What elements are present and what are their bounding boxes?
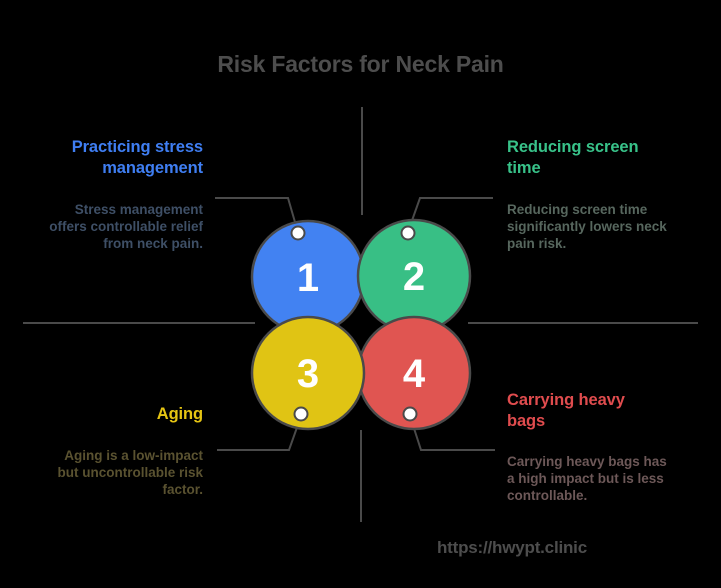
item-heading: Practicing stress management xyxy=(13,137,203,179)
ring-2 xyxy=(400,225,416,241)
desc-line: offers controllable relief xyxy=(49,219,203,234)
circle-number-4: 4 xyxy=(403,352,426,396)
ring-1 xyxy=(290,225,306,241)
footer-url: https://hwypt.clinic xyxy=(437,538,587,557)
heading-line: management xyxy=(102,159,203,177)
desc-line: Stress management xyxy=(74,202,203,217)
leader-line-1 xyxy=(215,197,298,230)
item-heading: Reducing screen time xyxy=(507,137,717,179)
desc-line: but uncontrollable risk xyxy=(57,465,203,480)
venn-circles xyxy=(250,218,472,431)
heading-line: Aging xyxy=(156,405,203,423)
item-block-heavy-bags: Carrying heavy bags Carrying heavy bags … xyxy=(507,390,717,504)
circle-3-yellow xyxy=(250,315,366,431)
circle-number-3: 3 xyxy=(297,352,319,396)
heading-line: Practicing stress xyxy=(71,138,203,156)
item-block-screen-time: Reducing screen time Reducing screen tim… xyxy=(507,137,717,252)
item-description: Carrying heavy bags has a high impact bu… xyxy=(507,453,717,504)
heading-line: Carrying heavy xyxy=(507,391,625,409)
item-block-aging: Aging Aging is a low-impact but uncontro… xyxy=(13,404,203,498)
item-heading: Aging xyxy=(13,404,203,425)
item-description: Reducing screen time significantly lower… xyxy=(507,201,717,252)
circle-number-2: 2 xyxy=(403,255,425,299)
circle-number-1: 1 xyxy=(297,256,319,300)
desc-line: Reducing screen time xyxy=(507,202,648,217)
item-description: Stress management offers controllable re… xyxy=(13,201,203,252)
page-title: Risk Factors for Neck Pain xyxy=(217,51,504,77)
heading-line: Reducing screen xyxy=(507,138,639,156)
desc-line: factor. xyxy=(162,482,203,497)
desc-line: from neck pain. xyxy=(103,236,203,251)
leader-line-3 xyxy=(217,418,301,451)
desc-line: significantly lowers neck xyxy=(507,219,667,234)
desc-line: a high impact but is less xyxy=(507,471,664,486)
item-block-stress-management: Practicing stress management Stress mana… xyxy=(13,137,203,252)
desc-line: controllable. xyxy=(507,488,588,503)
leader-line-2 xyxy=(408,197,493,230)
desc-line: Carrying heavy bags has xyxy=(507,454,667,469)
item-heading: Carrying heavy bags xyxy=(507,390,717,432)
heading-line: bags xyxy=(507,412,546,430)
ring-3 xyxy=(293,406,309,422)
axis-lines xyxy=(23,107,698,522)
heading-line: time xyxy=(507,159,541,177)
circle-numbers: 1 2 3 4 xyxy=(297,255,426,396)
item-description: Aging is a low-impact but uncontrollable… xyxy=(13,447,203,498)
desc-line: Aging is a low-impact xyxy=(64,448,203,463)
desc-line: pain risk. xyxy=(507,236,567,251)
connector-rings xyxy=(290,225,418,422)
ring-4 xyxy=(402,406,418,422)
